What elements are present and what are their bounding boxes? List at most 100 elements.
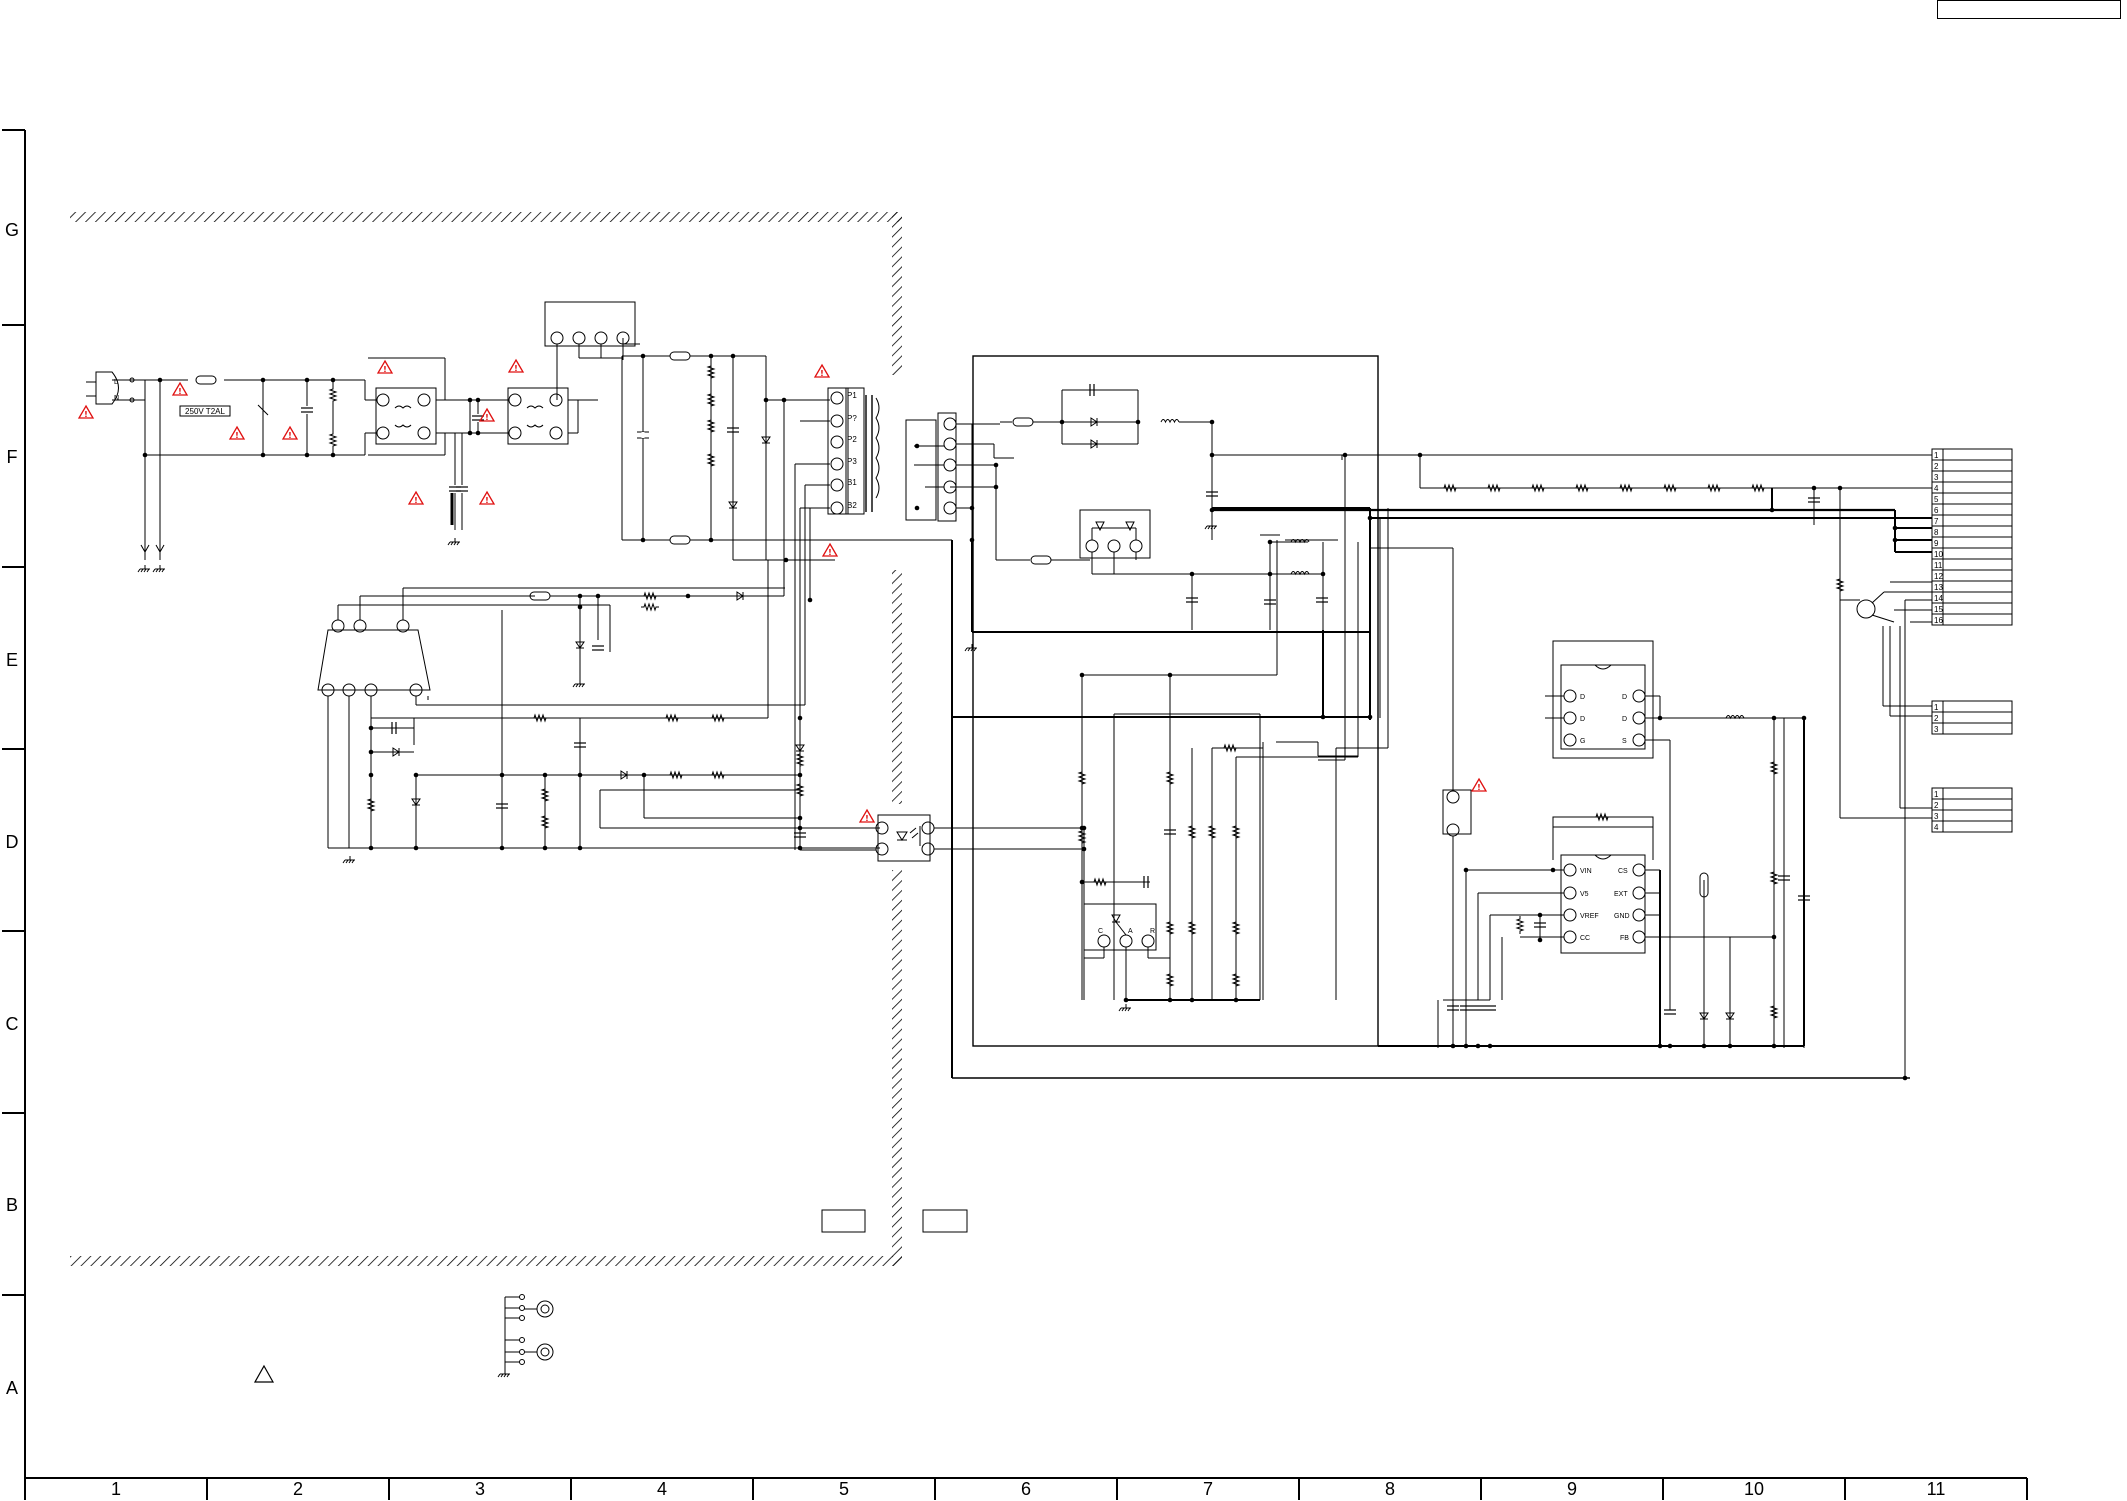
placeholder-box-right xyxy=(922,1209,968,1233)
row-label-g: G xyxy=(5,220,19,240)
row-label-e: E xyxy=(6,650,18,670)
warning-triangle-icon xyxy=(172,382,188,397)
ic-a-right-pin-1: D xyxy=(1622,694,1627,701)
transformer-pin-p2: P2 xyxy=(847,435,857,444)
ic-a-left-pin-3: G xyxy=(1580,738,1585,745)
regulator-pin-r: R xyxy=(1150,928,1155,935)
warning-triangle-icon xyxy=(282,426,298,441)
warning-triangle-icon xyxy=(1471,778,1487,793)
outline-triangle-icon xyxy=(253,1364,275,1383)
connector-main-pin-16: 16 xyxy=(1934,616,1943,625)
warning-triangle-icon xyxy=(377,360,393,375)
connector-mid xyxy=(1931,700,2013,735)
fuse-rating-label: 250V T2AL xyxy=(185,407,225,416)
warning-triangle-icon xyxy=(229,426,245,441)
warning-triangle-icon xyxy=(78,405,94,420)
warning-triangle-icon xyxy=(822,543,838,558)
warning-triangle-icon xyxy=(508,359,524,374)
ic-b-left-pin-v5: V5 xyxy=(1580,891,1589,898)
connector-main-pin-5: 5 xyxy=(1934,495,1939,504)
regulator-pin-c: C xyxy=(1098,928,1103,935)
frame-rails xyxy=(2,129,2028,1500)
column-label-8: 8 xyxy=(1385,1479,1395,1499)
ic-b-right-pin-ext: EXT xyxy=(1614,891,1628,898)
column-label-2: 2 xyxy=(293,1479,303,1499)
ic-b-left-pin-cc: CC xyxy=(1580,935,1590,942)
connector-mid-pins: 1 2 3 xyxy=(1934,703,1939,734)
transformer-pin-p3: P3 xyxy=(847,457,857,466)
column-label-1: 1 xyxy=(111,1479,121,1499)
secondary-section xyxy=(951,355,1910,1079)
connector-main-pin-10: 10 xyxy=(1934,550,1943,559)
sense-connector xyxy=(1370,547,1497,1048)
ic-dots xyxy=(1450,715,1807,1049)
connector-main xyxy=(1931,448,2013,626)
primary-control-dots xyxy=(368,593,813,851)
column-label-10: 10 xyxy=(1744,1479,1764,1499)
connector-main-pin-4: 4 xyxy=(1934,484,1939,493)
connector-main-pin-8: 8 xyxy=(1934,528,1939,537)
ic-a-left-pin-2: D xyxy=(1580,716,1585,723)
column-label-3: 3 xyxy=(475,1479,485,1499)
ac-inlet-pin-n: N xyxy=(114,395,119,402)
secondary-bottom-rail xyxy=(1378,718,1805,1047)
ic-b-left-pin-vref: VREF xyxy=(1580,913,1599,920)
title-block-box xyxy=(1937,0,2121,19)
ic-controller-block xyxy=(1465,813,1774,1048)
primary-boundary-hatch xyxy=(70,212,902,1266)
transformer-pin-labels: P1 P? P2 P3 B1 B2 xyxy=(847,391,857,510)
row-label-c: C xyxy=(6,1014,19,1034)
ic-b-right-pin-cs: CS xyxy=(1618,868,1628,875)
connector-mid-pin-1: 1 xyxy=(1934,703,1939,712)
column-label-9: 9 xyxy=(1567,1479,1577,1499)
ic-b-right-pin-fb: FB xyxy=(1620,935,1629,942)
transformer-pin-b2: B2 xyxy=(847,501,857,510)
connector-main-pin-15: 15 xyxy=(1934,605,1943,614)
placeholder-box-left xyxy=(821,1209,866,1233)
column-label-7: 7 xyxy=(1203,1479,1213,1499)
connector-low xyxy=(1931,787,2013,833)
connector-main-pin-1: 1 xyxy=(1934,451,1939,460)
column-label-5: 5 xyxy=(839,1479,849,1499)
ic-a-right-pin-2: D xyxy=(1622,716,1627,723)
connector-main-pin-3: 3 xyxy=(1934,473,1939,482)
ic-mosfet-pins: D D G D D S xyxy=(1580,694,1627,745)
transformer-pin-p-unknown: P? xyxy=(847,414,857,423)
input-filter-text: L N 250V T2AL xyxy=(114,379,225,416)
regulator-pin-labels: C A R xyxy=(1098,928,1155,935)
warning-triangle-icon xyxy=(859,809,875,824)
connector-main-pin-13: 13 xyxy=(1934,583,1943,592)
warning-triangle-icon xyxy=(408,491,424,506)
connector-low-pin-4: 4 xyxy=(1934,823,1939,832)
input-filter-dots xyxy=(142,377,481,458)
connector-main-pin-9: 9 xyxy=(1934,539,1939,548)
connector-main-pin-2: 2 xyxy=(1934,462,1939,471)
connector-main-pin-11: 11 xyxy=(1934,561,1943,570)
column-label-6: 6 xyxy=(1021,1479,1031,1499)
ic-a-right-pin-3: S xyxy=(1622,738,1627,745)
ic-a-left-pin-1: D xyxy=(1580,694,1585,701)
row-label-d: D xyxy=(6,832,19,852)
connector-low-pin-2: 2 xyxy=(1934,801,1939,810)
output-rail-dots xyxy=(1209,452,1908,1081)
column-label-4: 4 xyxy=(657,1479,667,1499)
connector-low-pins: 1 2 3 4 xyxy=(1934,790,1939,832)
input-filter xyxy=(86,357,598,573)
connector-main-pin-6: 6 xyxy=(1934,506,1939,515)
column-labels: 1 2 3 4 5 6 7 8 9 10 11 xyxy=(111,1479,1945,1499)
warning-triangle-icon xyxy=(814,364,830,379)
row-label-b: B xyxy=(6,1195,18,1215)
row-labels: G F E D C B A xyxy=(5,220,19,1398)
connector-main-pin-14: 14 xyxy=(1934,594,1943,603)
row-label-f: F xyxy=(7,447,18,467)
ic-controller-pins: VIN V5 VREF CC CS EXT GND FB xyxy=(1580,868,1630,942)
row-label-a: A xyxy=(6,1378,18,1398)
ic-b-left-pin-vin: VIN xyxy=(1580,868,1592,875)
connector-low-pin-1: 1 xyxy=(1934,790,1939,799)
connector-main-pins: 1 2 3 4 5 6 7 8 9 10 11 12 13 14 15 16 xyxy=(1934,451,1943,625)
chassis-grounds xyxy=(497,1294,554,1378)
connector-mid-pin-3: 3 xyxy=(1934,725,1939,734)
connector-main-pin-12: 12 xyxy=(1934,572,1943,581)
